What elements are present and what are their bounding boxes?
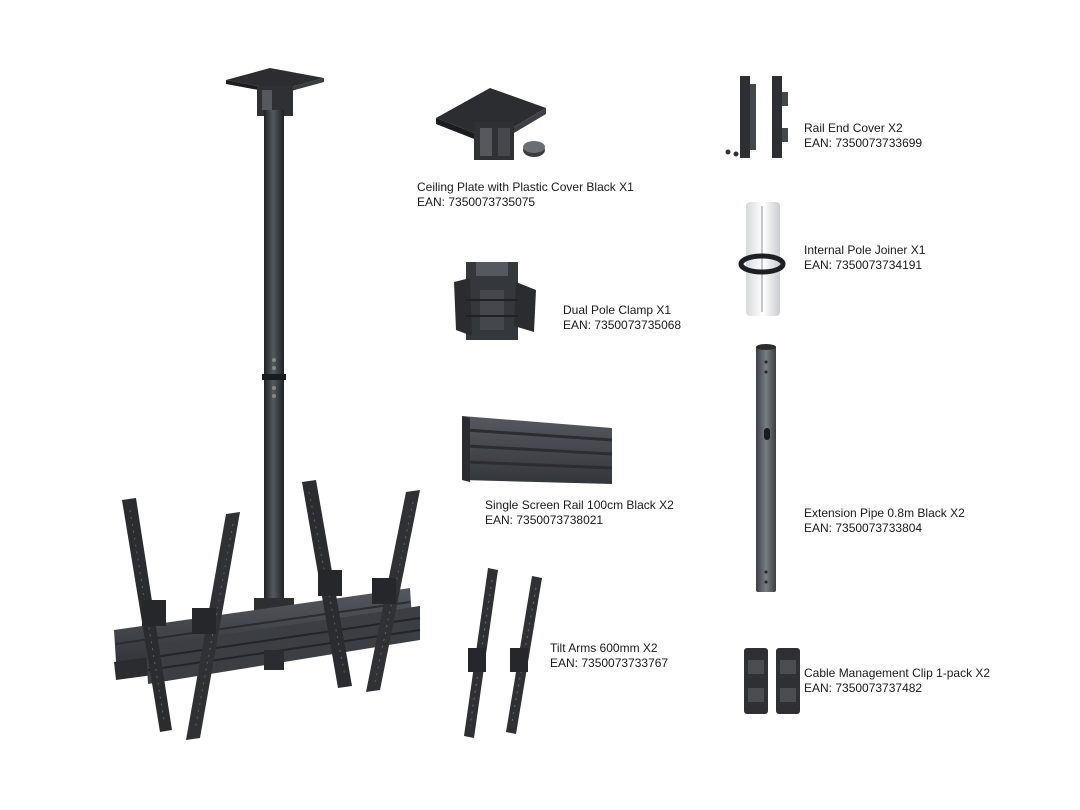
part-name: Internal Pole Joiner X1 [804,243,926,257]
rail-end-cover-icon [725,76,788,158]
part-name: Cable Management Clip 1-pack X2 [804,666,991,680]
part-label-cable-clip: Cable Management Clip 1-pack X2 EAN: 735… [804,666,990,696]
part-ean: EAN: 7350073733699 [804,136,923,150]
pole-joiner-icon [738,202,786,316]
part-ean: EAN: 7350073734191 [804,258,923,272]
part-label-extension-pipe: Extension Pipe 0.8m Black X2 EAN: 735007… [804,506,965,536]
part-name: Extension Pipe 0.8m Black X2 [804,506,965,520]
assembled-mount-icon [114,68,421,740]
screen-rail-icon [462,416,613,484]
cable-clip-icon [744,648,800,714]
part-ean: EAN: 7350073738021 [485,513,604,527]
tilt-arms-icon [464,568,542,738]
part-ean: EAN: 7350073735068 [563,318,682,332]
part-label-dual-pole-clamp: Dual Pole Clamp X1 EAN: 7350073735068 [563,303,681,333]
part-label-internal-pole-joiner: Internal Pole Joiner X1 EAN: 73500737341… [804,243,925,273]
part-name: Dual Pole Clamp X1 [563,303,672,317]
part-ean: EAN: 7350073733767 [550,656,669,670]
pole-clamp-icon [454,262,536,340]
ceiling-plate-icon [436,88,546,160]
part-label-ceiling-plate: Ceiling Plate with Plastic Cover Black X… [417,180,634,210]
part-name: Tilt Arms 600mm X2 [550,641,658,655]
part-name: Single Screen Rail 100cm Black X2 [485,498,674,512]
part-label-single-screen-rail: Single Screen Rail 100cm Black X2 EAN: 7… [485,498,674,528]
part-ean: EAN: 7350073733804 [804,521,923,535]
part-label-rail-end-cover: Rail End Cover X2 EAN: 7350073733699 [804,121,922,151]
part-label-tilt-arms: Tilt Arms 600mm X2 EAN: 7350073733767 [550,641,668,671]
part-ean: EAN: 7350073735075 [417,195,536,209]
extension-pipe-icon [756,344,776,592]
part-ean: EAN: 7350073737482 [804,681,923,695]
part-name: Rail End Cover X2 [804,121,903,135]
part-name: Ceiling Plate with Plastic Cover Black X… [417,180,634,194]
